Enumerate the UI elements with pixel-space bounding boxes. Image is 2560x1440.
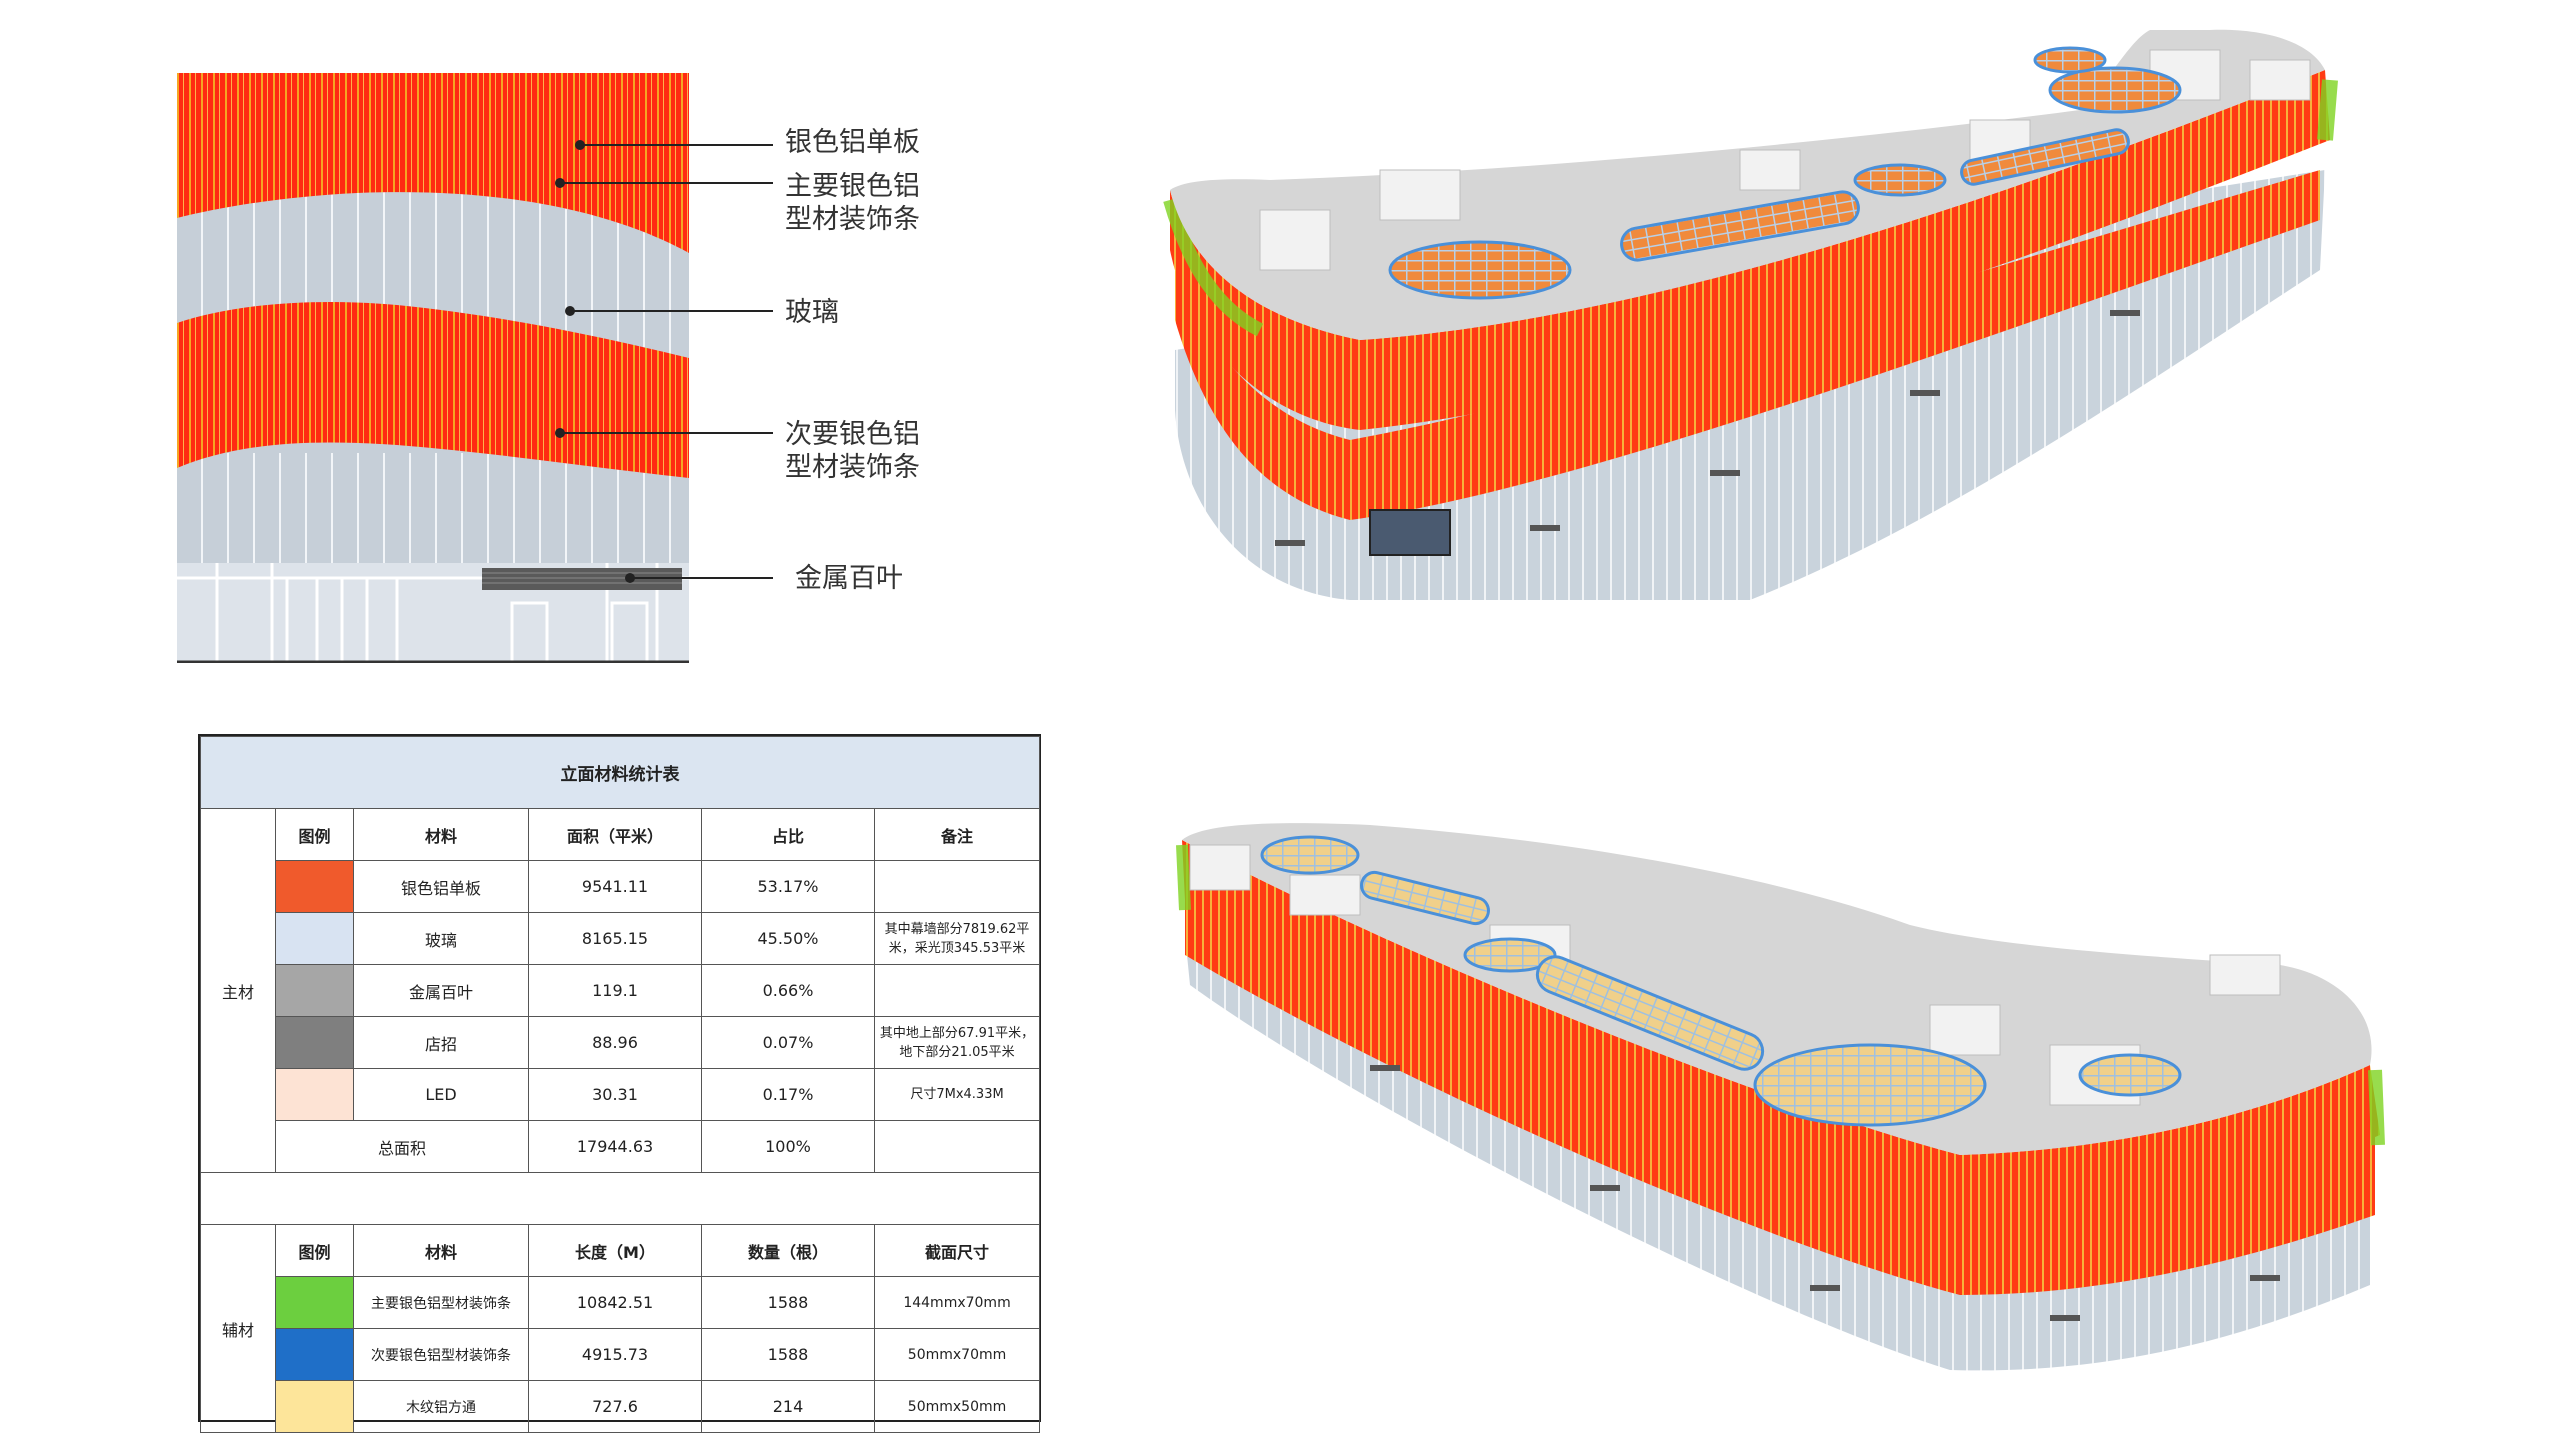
material-note: 其中地上部分67.91平米，地下部分21.05平米: [873, 1016, 1041, 1069]
aux-length: 727.6: [528, 1380, 702, 1433]
skylight-long: [1620, 190, 1860, 262]
material-note: [873, 860, 1041, 913]
facade-band-lower: [1185, 885, 2375, 1295]
table-row: LED 30.31 0.17% 尺寸7Mx4.33M: [201, 1068, 1041, 1121]
skylight-round-2: [2048, 66, 2182, 114]
aux-section: 144mmx70mm: [873, 1276, 1041, 1329]
aux-material-name: 主要银色铝型材装饰条: [353, 1276, 529, 1329]
skylight-small: [1853, 163, 1947, 197]
material-name: 金属百叶: [353, 964, 529, 1017]
total-ratio: 100%: [701, 1120, 875, 1173]
skylight-long-2: [1960, 128, 2130, 186]
legend-swatch: [275, 1380, 354, 1433]
callout-secondary-strip-line1: 次要银色铝: [785, 419, 920, 450]
aux-length: 4915.73: [528, 1328, 702, 1381]
legend-swatch: [275, 1328, 354, 1381]
table-spacer: [199, 1172, 1041, 1225]
material-ratio: 53.17%: [701, 860, 875, 913]
total-area: 17944.63: [528, 1120, 702, 1173]
material-note: [873, 964, 1041, 1017]
material-note: 尺寸7Mx4.33M: [873, 1068, 1041, 1121]
skylight-small-2: [2078, 1053, 2182, 1097]
aux-qty: 1588: [701, 1276, 875, 1329]
skylight-round: [1260, 835, 1360, 875]
silver-panel-band-top: [177, 73, 689, 253]
main-header-legend: 图例: [275, 808, 354, 861]
table-row: 主要银色铝型材装饰条 10842.51 1588 144mmx70mm: [201, 1276, 1041, 1329]
table-title: 立面材料统计表: [199, 736, 1041, 809]
legend-swatch: [275, 964, 354, 1017]
aux-section: 50mmx50mm: [873, 1380, 1041, 1433]
main-header-material: 材料: [353, 808, 529, 861]
table-row: 店招 88.96 0.07% 其中地上部分67.91平米，地下部分21.05平米: [201, 1016, 1041, 1069]
legend-swatch: [275, 860, 354, 913]
table-row: 玻璃 8165.15 45.50% 其中幕墙部分7819.62平米，采光顶345…: [201, 912, 1041, 965]
main-header-ratio: 占比: [701, 808, 875, 861]
material-area: 30.31: [528, 1068, 702, 1121]
building-model-view-bottom: [1176, 823, 2385, 1371]
skylight-round: [1388, 240, 1572, 300]
building-model-view-top: [1163, 29, 2338, 600]
material-area: 119.1: [528, 964, 702, 1017]
callout-silver-panel: 银色铝单板: [785, 127, 920, 158]
callout-secondary-strip-line2: 型材装饰条: [785, 452, 920, 483]
legend-swatch: [275, 1068, 354, 1121]
metal-louver: [482, 568, 682, 590]
facade-band-upper: [1182, 840, 2380, 1225]
main-material-label: 主材: [200, 808, 276, 1173]
material-name: 店招: [353, 1016, 529, 1069]
material-name: 玻璃: [353, 912, 529, 965]
material-area: 9541.11: [528, 860, 702, 913]
material-note: 其中幕墙部分7819.62平米，采光顶345.53平米: [873, 912, 1041, 965]
aux-length: 10842.51: [528, 1276, 702, 1329]
legend-swatch: [275, 1276, 354, 1329]
material-name: LED: [353, 1068, 529, 1121]
material-ratio: 0.17%: [701, 1068, 875, 1121]
aux-material-name: 木纹铝方通: [353, 1380, 529, 1433]
table-row: 次要银色铝型材装饰条 4915.73 1588 50mmx70mm: [201, 1328, 1041, 1381]
legend-swatch: [275, 1016, 354, 1069]
aux-section: 50mmx70mm: [873, 1328, 1041, 1381]
material-ratio: 45.50%: [701, 912, 875, 965]
aux-qty: 1588: [701, 1328, 875, 1381]
legend-swatch: [275, 912, 354, 965]
callout-main-strip-line2: 型材装饰条: [785, 204, 920, 235]
table-row: 银色铝单板 9541.11 53.17%: [201, 860, 1041, 913]
material-area: 8165.15: [528, 912, 702, 965]
material-table: 立面材料统计表 主材 图例 材料 面积（平米） 占比 备注 银色铝单板 9541…: [198, 734, 1041, 1433]
main-header-area: 面积（平米）: [528, 808, 702, 861]
aux-header-qty: 数量（根）: [701, 1224, 875, 1277]
callout-louver: 金属百叶: [795, 563, 903, 594]
facade-elevation: [177, 73, 689, 663]
aux-header-length: 长度（M）: [528, 1224, 702, 1277]
aux-header-legend: 图例: [275, 1224, 354, 1277]
main-header-note: 备注: [873, 808, 1041, 861]
skylight-small: [1463, 937, 1557, 973]
skylight-small-2: [2033, 46, 2107, 74]
skylight-long: [1360, 870, 1490, 926]
aux-header-material: 材料: [353, 1224, 529, 1277]
aux-material-name: 次要银色铝型材装饰条: [353, 1328, 529, 1381]
skylight-long-2: [1535, 955, 1765, 1071]
table-row: 木纹铝方通 727.6 214 50mmx50mm: [201, 1380, 1041, 1433]
led-screen: [1369, 509, 1451, 556]
material-ratio: 0.66%: [701, 964, 875, 1017]
table-total-row: 总面积 17944.63 100%: [201, 1120, 1041, 1173]
aux-qty: 214: [701, 1380, 875, 1433]
callout-main-strip-line1: 主要银色铝: [785, 171, 920, 202]
total-label: 总面积: [275, 1120, 529, 1173]
facade-band-upper: [1170, 70, 2330, 430]
material-name: 银色铝单板: [353, 860, 529, 913]
callout-glass: 玻璃: [785, 297, 839, 328]
material-ratio: 0.07%: [701, 1016, 875, 1069]
table-row: 金属百叶 119.1 0.66%: [201, 964, 1041, 1017]
aux-header-section: 截面尺寸: [873, 1224, 1041, 1277]
aux-material-label: 辅材: [200, 1224, 276, 1433]
skylight-round-2: [1753, 1043, 1987, 1127]
material-area: 88.96: [528, 1016, 702, 1069]
